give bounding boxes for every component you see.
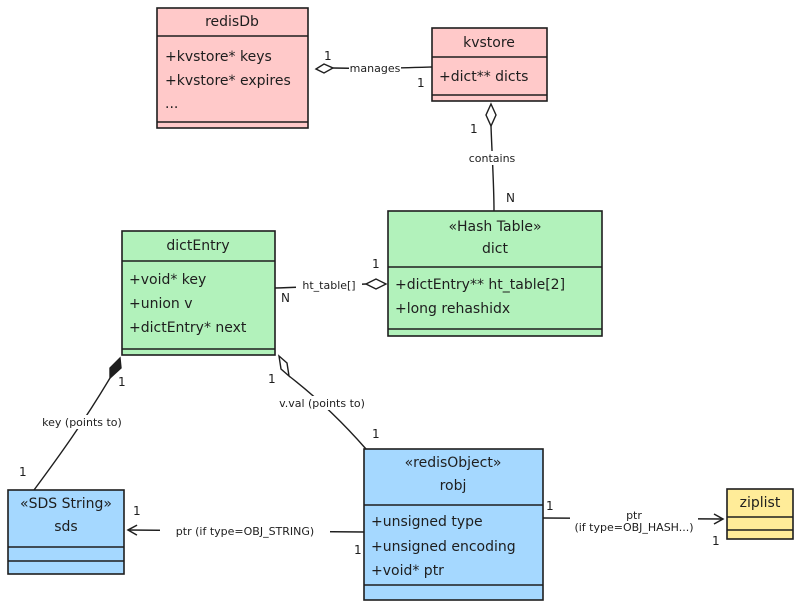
aggregation-diamond-icon (278, 354, 290, 378)
multiplicity-label: 1 (133, 504, 141, 518)
multiplicity-label: 1 (268, 372, 276, 386)
relation-vval-line (288, 375, 367, 450)
class-ziplist[interactable]: ziplist (726, 488, 794, 540)
class-kvstore[interactable]: kvstore +dict** dicts (431, 27, 548, 102)
relation-ptr-string-label-bg (160, 524, 330, 538)
relation-ptr-string-label: ptr (if type=OBJ_STRING) (176, 525, 314, 538)
relation-ptr-hash[interactable]: ptr (if type=OBJ_HASH...) 1 1 (542, 499, 725, 548)
relation-contains[interactable]: contains 1 N (466, 102, 518, 212)
class-redisdb-attribute: +kvstore* expires (165, 73, 291, 89)
multiplicity-label: N (506, 191, 515, 205)
class-dict-attribute: +dictEntry** ht_table[2] (395, 277, 565, 293)
class-robj-attribute: +void* ptr (371, 563, 444, 579)
class-dict-attribute: +long rehashidx (395, 301, 510, 317)
relation-ptr-hash-label: ptr (626, 509, 642, 522)
relation-key-line (33, 377, 111, 491)
relation-ptr-hash-label-bg (570, 508, 698, 536)
multiplicity-label: 1 (470, 122, 478, 136)
class-redisdb-box (156, 7, 309, 129)
class-robj[interactable]: «redisObject» robj +unsigned type +unsig… (363, 448, 544, 601)
class-dictentry-attribute: +union v (129, 296, 193, 312)
class-dictentry-attribute: +dictEntry* next (129, 320, 247, 336)
relation-vval-label: v.val (points to) (279, 397, 365, 410)
relation-contains-label: contains (469, 152, 516, 165)
multiplicity-label: 1 (546, 499, 554, 513)
composition-diamond-icon (109, 356, 122, 380)
relation-key-label-bg (33, 415, 131, 429)
aggregation-diamond-icon (364, 278, 388, 290)
class-sds-box (7, 489, 125, 575)
aggregation-diamond-icon (314, 63, 335, 74)
class-kvstore-name: kvstore (463, 35, 515, 51)
class-dictentry-name: dictEntry (166, 238, 229, 254)
class-ziplist-name: ziplist (740, 495, 781, 511)
class-redisdb-attribute: +kvstore* keys (165, 49, 272, 65)
class-redisdb-attribute: ... (165, 96, 178, 112)
relation-manages-label: manages (350, 62, 401, 75)
class-kvstore-box (431, 27, 548, 102)
class-dictentry-box (121, 230, 276, 356)
class-robj-name: robj (440, 478, 467, 494)
class-sds-name: sds (54, 519, 77, 535)
multiplicity-label: 1 (118, 375, 126, 389)
class-dictentry[interactable]: dictEntry +void* key +union v +dictEntry… (121, 230, 276, 356)
class-dict-box (387, 210, 603, 337)
aggregation-diamond-icon (485, 102, 497, 128)
relation-manages[interactable]: manages 1 1 (314, 49, 433, 90)
class-dictentry-attribute: +void* key (129, 272, 206, 288)
class-kvstore-attribute: +dict** dicts (439, 69, 528, 85)
class-redisdb-name: redisDb (205, 14, 259, 30)
relation-key-label: key (points to) (42, 416, 122, 429)
relation-contains-label-bg (466, 151, 518, 165)
relation-vval-label-bg (272, 396, 372, 410)
multiplicity-label: 1 (417, 76, 425, 90)
class-sds[interactable]: «SDS String» sds (7, 489, 125, 575)
multiplicity-label: 1 (712, 534, 720, 548)
relation-contains-line (490, 125, 495, 212)
class-dict[interactable]: «Hash Table» dict +dictEntry** ht_table[… (387, 210, 603, 337)
relation-ptr-string[interactable]: ptr (if type=OBJ_STRING) 1 1 (126, 504, 365, 557)
relation-ht-table[interactable]: ht_table[] 1 N (274, 257, 388, 305)
class-robj-stereotype: «redisObject» (405, 455, 502, 471)
relation-ht-table-label: ht_table[] (302, 279, 355, 292)
relation-vval[interactable]: v.val (points to) 1 1 (268, 354, 380, 450)
class-redisdb[interactable]: redisDb +kvstore* keys +kvstore* expires… (156, 7, 309, 129)
class-robj-attribute: +unsigned encoding (371, 539, 516, 555)
multiplicity-label: 1 (372, 427, 380, 441)
relation-manages-label-bg (349, 61, 401, 75)
multiplicity-label: N (281, 291, 290, 305)
relation-ht-table-label-bg (296, 278, 362, 292)
class-robj-attribute: +unsigned type (371, 514, 483, 530)
class-sds-stereotype: «SDS String» (20, 496, 112, 512)
class-dict-name: dict (482, 241, 508, 257)
multiplicity-label: 1 (354, 543, 362, 557)
class-robj-box (363, 448, 544, 601)
class-dict-stereotype: «Hash Table» (448, 219, 541, 235)
multiplicity-label: 1 (19, 465, 27, 479)
relation-key[interactable]: key (points to) 1 1 (19, 356, 131, 491)
multiplicity-label: 1 (372, 257, 380, 271)
multiplicity-label: 1 (324, 49, 332, 63)
relation-ptr-hash-label: (if type=OBJ_HASH...) (574, 521, 693, 534)
